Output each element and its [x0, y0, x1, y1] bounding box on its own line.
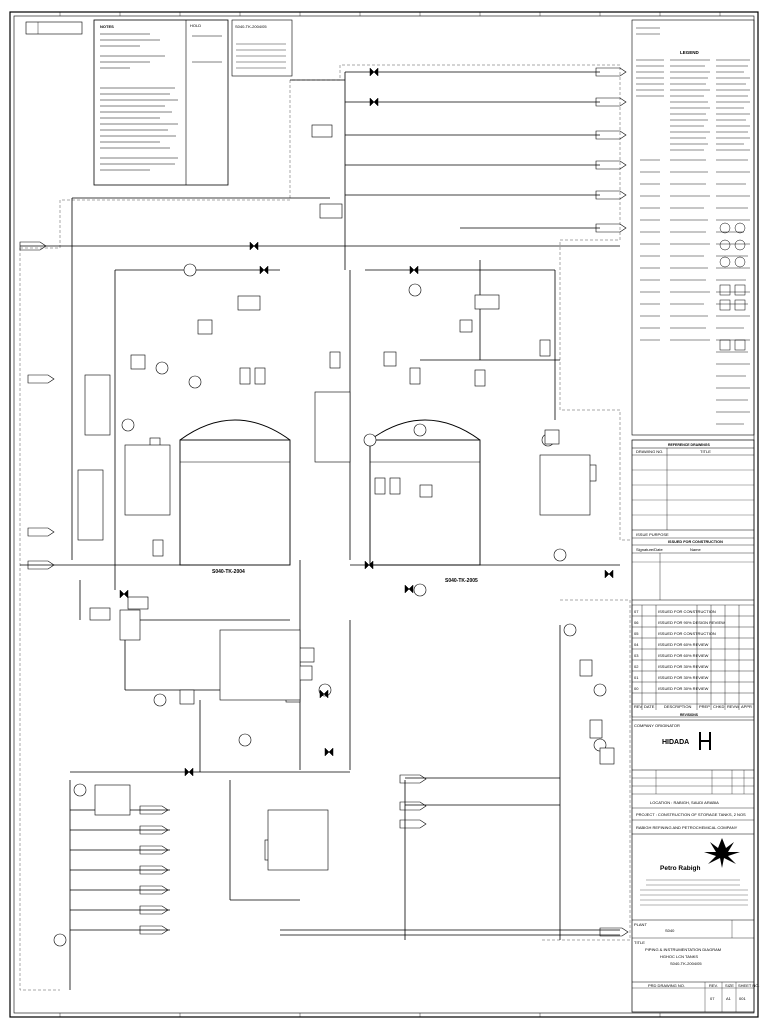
revision-description: ISSUED FOR 30% REVIEW — [658, 686, 709, 691]
client-logo-icon — [704, 838, 740, 868]
plant-value: S040 — [665, 928, 675, 933]
contractor-name: HIDADA — [662, 739, 689, 746]
rev-header-appr: APPR — [741, 704, 752, 709]
reference-drawings-title: REFERENCE DRAWINGS — [668, 443, 710, 447]
location-text: LOCATION : RABIGH, SAUDI ARABIA — [650, 800, 719, 805]
notes-title: NOTES — [100, 24, 114, 29]
revision-description: ISSUED FOR CONSTRUCTION — [658, 631, 716, 636]
rev-header-rev: REV — [634, 704, 643, 709]
tank-right-tag: S040-TK-2005 — [445, 578, 478, 584]
title-block — [631, 439, 755, 1013]
tank-left: S040-TK-2004 — [179, 419, 291, 575]
revision-number: 02 — [634, 664, 639, 669]
tank-left-tag: S040-TK-2004 — [212, 569, 245, 575]
drawing-border — [9, 11, 759, 1018]
size-value: A1 — [726, 996, 732, 1001]
legend-title: LEGEND — [680, 50, 700, 55]
revision-number: 01 — [634, 675, 639, 680]
tank-data-tag: S040-TK-2004/05 — [235, 24, 267, 29]
revision-number: 00 — [634, 686, 639, 691]
revision-number: 05 — [634, 631, 639, 636]
rev-header-date: DATE — [644, 704, 655, 709]
drawing-number-grid — [632, 982, 754, 1012]
rev-header-description: DESCRIPTION — [664, 704, 691, 709]
battery-limit-boundary — [19, 64, 631, 991]
signature-col-name: Name — [690, 547, 701, 552]
rev-header-chkd: CHKD — [713, 704, 724, 709]
rev-label: REV. — [709, 983, 718, 988]
instrument-symbols — [53, 124, 615, 947]
ref-col-title: TITLE — [700, 449, 711, 454]
client-logo-text: Petro Rabigh — [660, 865, 700, 872]
contractor-logo-icon — [699, 732, 711, 750]
revision-number: 07 — [634, 609, 639, 614]
notes-text-lines — [100, 33, 222, 171]
holds-box — [25, 21, 83, 35]
notes-hold-label: HOLD — [190, 23, 201, 28]
grid-ticks — [59, 12, 721, 1017]
rev-header-prep: PREP — [699, 704, 710, 709]
tank-right: S040-TK-2005 — [369, 419, 481, 584]
revision-description: ISSUED FOR 30% REVIEW — [658, 675, 709, 680]
contractor-numbers-grid — [632, 770, 754, 795]
revisions-table — [631, 604, 755, 718]
project-text: PROJECT : CONSTRUCTION OF STORAGE TANKS,… — [636, 812, 746, 817]
client-text: RABIGH REFINING AND PETROCHEMICAL COMPAN… — [636, 825, 738, 830]
signature-col-date: Signature/Date — [636, 547, 663, 552]
revision-description: ISSUED FOR 60% REVIEW — [658, 653, 709, 658]
revision-description: ISSUED FOR 60% REVIEW — [658, 642, 709, 647]
rev-header-revw: REVW — [727, 704, 739, 709]
revision-number: 04 — [634, 642, 639, 647]
legend-box — [631, 19, 755, 436]
sheet-label: SHEET NO. — [738, 983, 760, 988]
valves — [119, 67, 614, 777]
sheet-value: 001 — [739, 996, 746, 1001]
notes-box — [93, 19, 229, 186]
drawing-title-line-1: PIPING & INSTRUMENTATION DIAGRAM — [645, 947, 721, 952]
tank-data-box — [231, 19, 293, 77]
revisions-title: REVISIONS — [680, 713, 699, 717]
drawing-title-label: TITLE — [634, 940, 645, 945]
ref-col-drawing-no: DRAWING NO. — [636, 449, 663, 454]
issue-purpose-label: ISSUE PURPOSE — [636, 532, 669, 537]
drawing-number-label: PRD DRAWING NO. — [648, 983, 685, 988]
piping-network — [20, 71, 620, 990]
revision-description: ISSUED FOR 30% REVIEW — [658, 664, 709, 669]
drawing-title-line-3: S040-TK-2004/05 — [670, 961, 702, 966]
client-disclaimer-lines — [640, 879, 748, 906]
tank-data-lines — [236, 43, 286, 69]
issue-purpose-value: ISSUED FOR CONSTRUCTION — [668, 540, 723, 544]
legend-symbols — [719, 222, 746, 351]
legend-entries — [636, 27, 750, 425]
plant-label: PLANT — [634, 922, 647, 927]
drawing-title-line-2: HGHOC LCN TANKS — [660, 954, 698, 959]
company-originator-label: COMPANY ORIGINATOR — [634, 723, 680, 728]
revision-number: 06 — [634, 620, 639, 625]
revision-number: 03 — [634, 653, 639, 658]
size-label: SIZE — [725, 983, 734, 988]
off-page-connectors — [19, 67, 629, 937]
rev-value: 07 — [710, 996, 715, 1001]
revision-description: ISSUED FOR CONSTRUCTION — [658, 609, 716, 614]
revision-description: ISSUED FOR 90% DESIGN REVIEW — [658, 620, 725, 625]
